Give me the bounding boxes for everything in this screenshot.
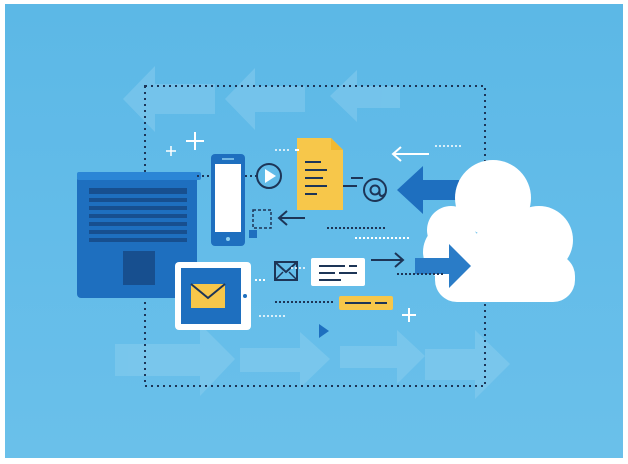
bg-arrow-left-icon (225, 68, 305, 130)
plus-icon (166, 146, 176, 156)
bg-arrow-right-icon (425, 330, 510, 399)
message-card-icon (311, 258, 365, 286)
arrow-left-icon (391, 145, 461, 162)
big-arrow-right-icon (415, 244, 471, 288)
bg-arrow-right-icon (240, 332, 330, 388)
bg-arrow-right-icon (340, 330, 425, 384)
tablet-icon (175, 262, 251, 330)
at-sign-icon (363, 178, 387, 202)
plus-icon (186, 132, 204, 150)
document-icon (297, 138, 343, 210)
plus-icon (402, 308, 416, 322)
envelope-icon (190, 283, 226, 308)
play-icon (256, 163, 282, 189)
laptop-icon (77, 172, 201, 298)
bg-arrow-right-icon (115, 324, 235, 396)
transfer-arrow-icon (249, 209, 305, 238)
cloud-data-transfer-illustration (77, 66, 575, 399)
background-arrows-right (115, 324, 510, 399)
mail-icon (274, 261, 298, 281)
yellow-label-icon (339, 296, 393, 310)
bg-arrow-left-icon (330, 70, 400, 122)
bg-arrow-left-icon (123, 66, 215, 132)
illustration-frame (5, 4, 623, 458)
background-arrows-left (123, 66, 400, 132)
big-arrow-left-icon (397, 166, 459, 214)
play-icon (319, 324, 329, 338)
arrow-right-icon (371, 252, 405, 268)
smartphone-icon (211, 154, 245, 246)
cloud-icon (423, 160, 575, 302)
